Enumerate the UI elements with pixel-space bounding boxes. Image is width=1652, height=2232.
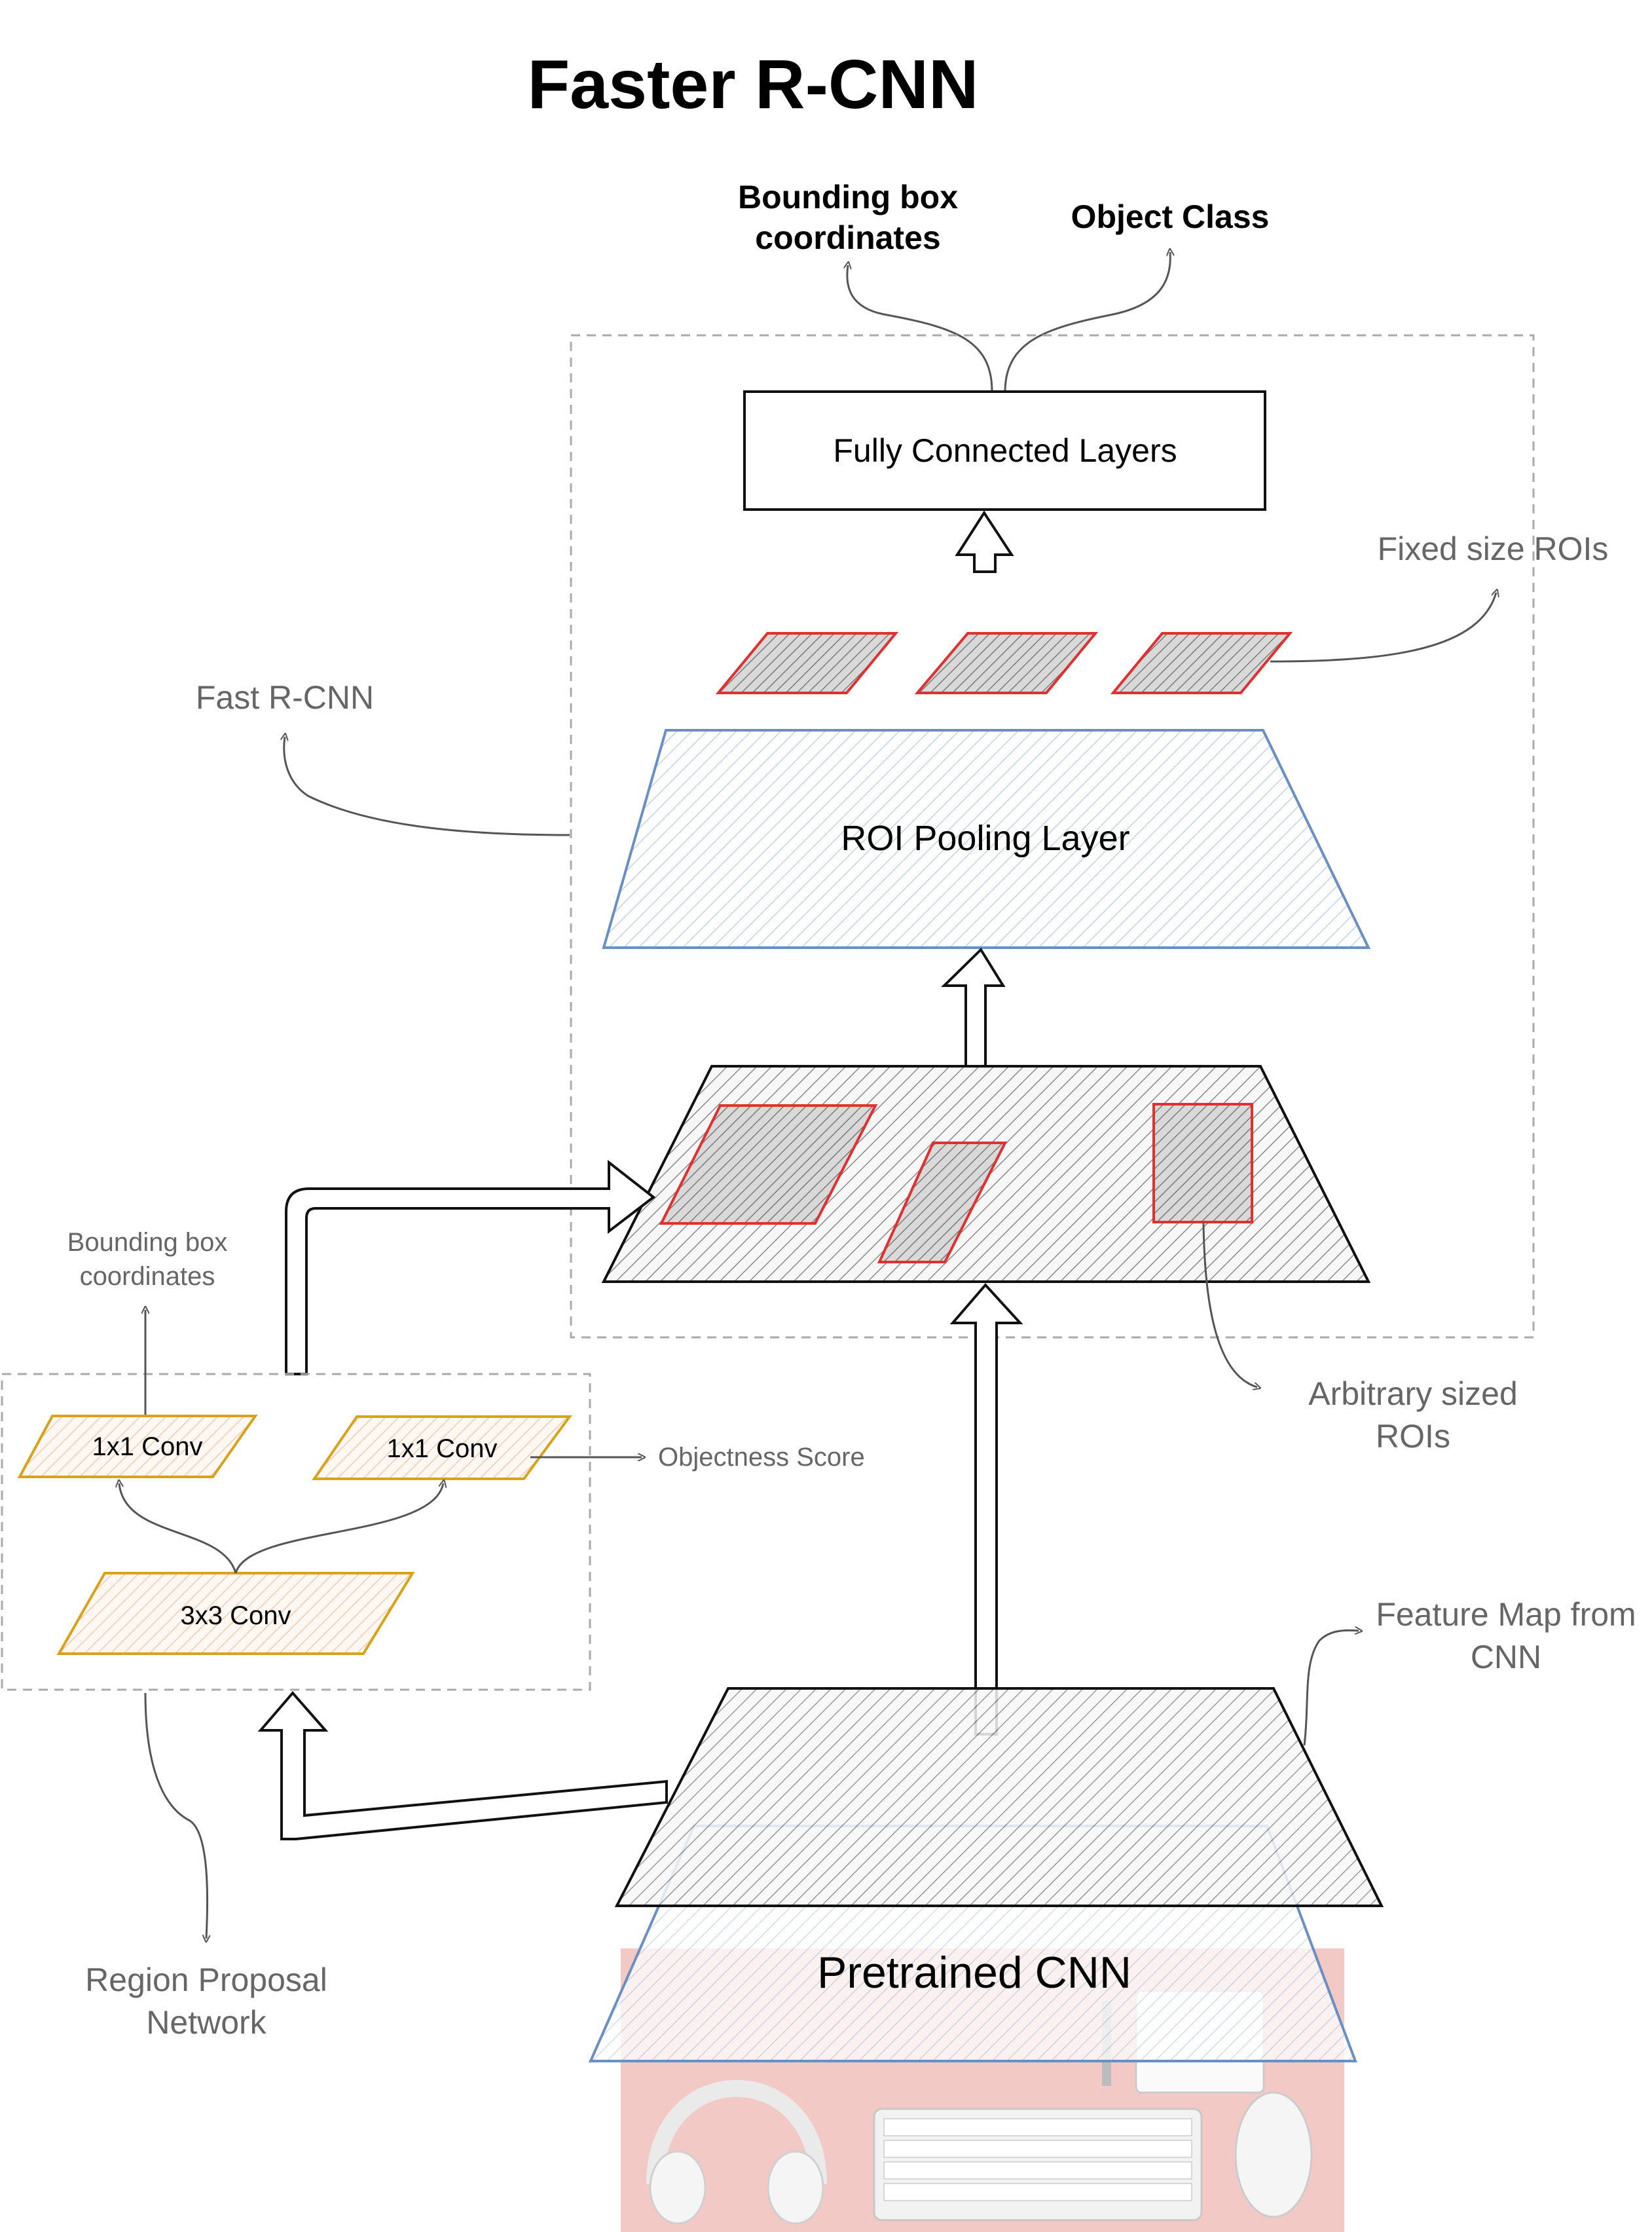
feature-map-label-line1: Feature Map from [1376,1596,1636,1633]
fixed-size-rois-label: Fixed size ROIs [1378,530,1609,567]
block-arrow-feature-to-rpn [257,1690,668,1840]
feature-map-label-line2: CNN [1471,1639,1541,1675]
headphones-icon [646,2079,827,2225]
feature-map-from-cnn [614,1687,1384,1907]
rpn-bbox-label-line2: coordinates [80,1262,215,1291]
arrow-to-feature-map-label [1303,1630,1359,1746]
pretrained-cnn-label: Pretrained CNN [817,1948,1131,1998]
rpn-region [1,1373,591,1691]
fixed-roi-2 [914,632,1099,694]
arbitrary-rois-label-line1: Arbitrary sized [1308,1375,1518,1412]
output-object-class-label: Object Class [1071,198,1270,235]
keyboard-icon [873,2108,1203,2222]
arbitrary-roi-3 [1152,1103,1253,1223]
arbitrary-rois-label-line2: ROIs [1376,1418,1450,1455]
block-arrow-feature-to-roi-map [949,1282,1023,1736]
fixed-roi-1 [715,632,899,694]
arrow-3x3-to-conv-b [234,1483,443,1574]
diagram-title: Faster R-CNN [527,46,978,123]
mouse-icon [1234,2091,1313,2218]
arbitrary-roi-2 [877,1142,1008,1263]
fixed-roi-3 [1110,632,1293,694]
objectness-score-label: Objectness Score [658,1443,865,1472]
arbitrary-roi-1 [659,1104,878,1225]
block-arrow-rpn-to-roi-map [285,1159,656,1375]
arrow-to-fast-rcnn-label [284,737,570,836]
conv-1x1-a-label: 1x1 Conv [92,1432,203,1461]
roi-pooling-layer-label: ROI Pooling Layer [841,819,1129,858]
fast-rcnn-region [570,334,1535,1339]
conv-1x1-a [17,1415,258,1478]
fully-connected-layers-box [743,390,1266,511]
conv-3x3-label: 3x3 Conv [181,1601,291,1630]
rpn-bbox-label-line1: Bounding box [67,1228,228,1257]
arrow-to-rpn-label [144,1692,208,1939]
block-arrow-to-fc [955,510,1014,573]
arrow-to-object-class [1004,252,1170,392]
rpn-label-line2: Network [146,2004,266,2041]
arrow-to-bbox [847,265,993,392]
conv-1x1-b [312,1415,572,1480]
output-bbox-label-line2: coordinates [755,219,940,256]
roi-pooling-layer [602,729,1371,949]
conv-3x3 [56,1572,415,1655]
output-bbox-label-line1: Bounding box [738,179,958,215]
rpn-label-line1: Region Proposal [85,1962,327,1998]
arrow-to-arbitrary-rois-label [1202,1223,1257,1387]
arrow-to-fixed-rois-label [1270,593,1496,663]
fast-rcnn-label: Fast R-CNN [196,679,374,716]
fully-connected-layers-label: Fully Connected Layers [833,432,1177,469]
conv-1x1-b-label: 1x1 Conv [387,1434,498,1463]
arrow-3x3-to-conv-a [119,1483,237,1574]
